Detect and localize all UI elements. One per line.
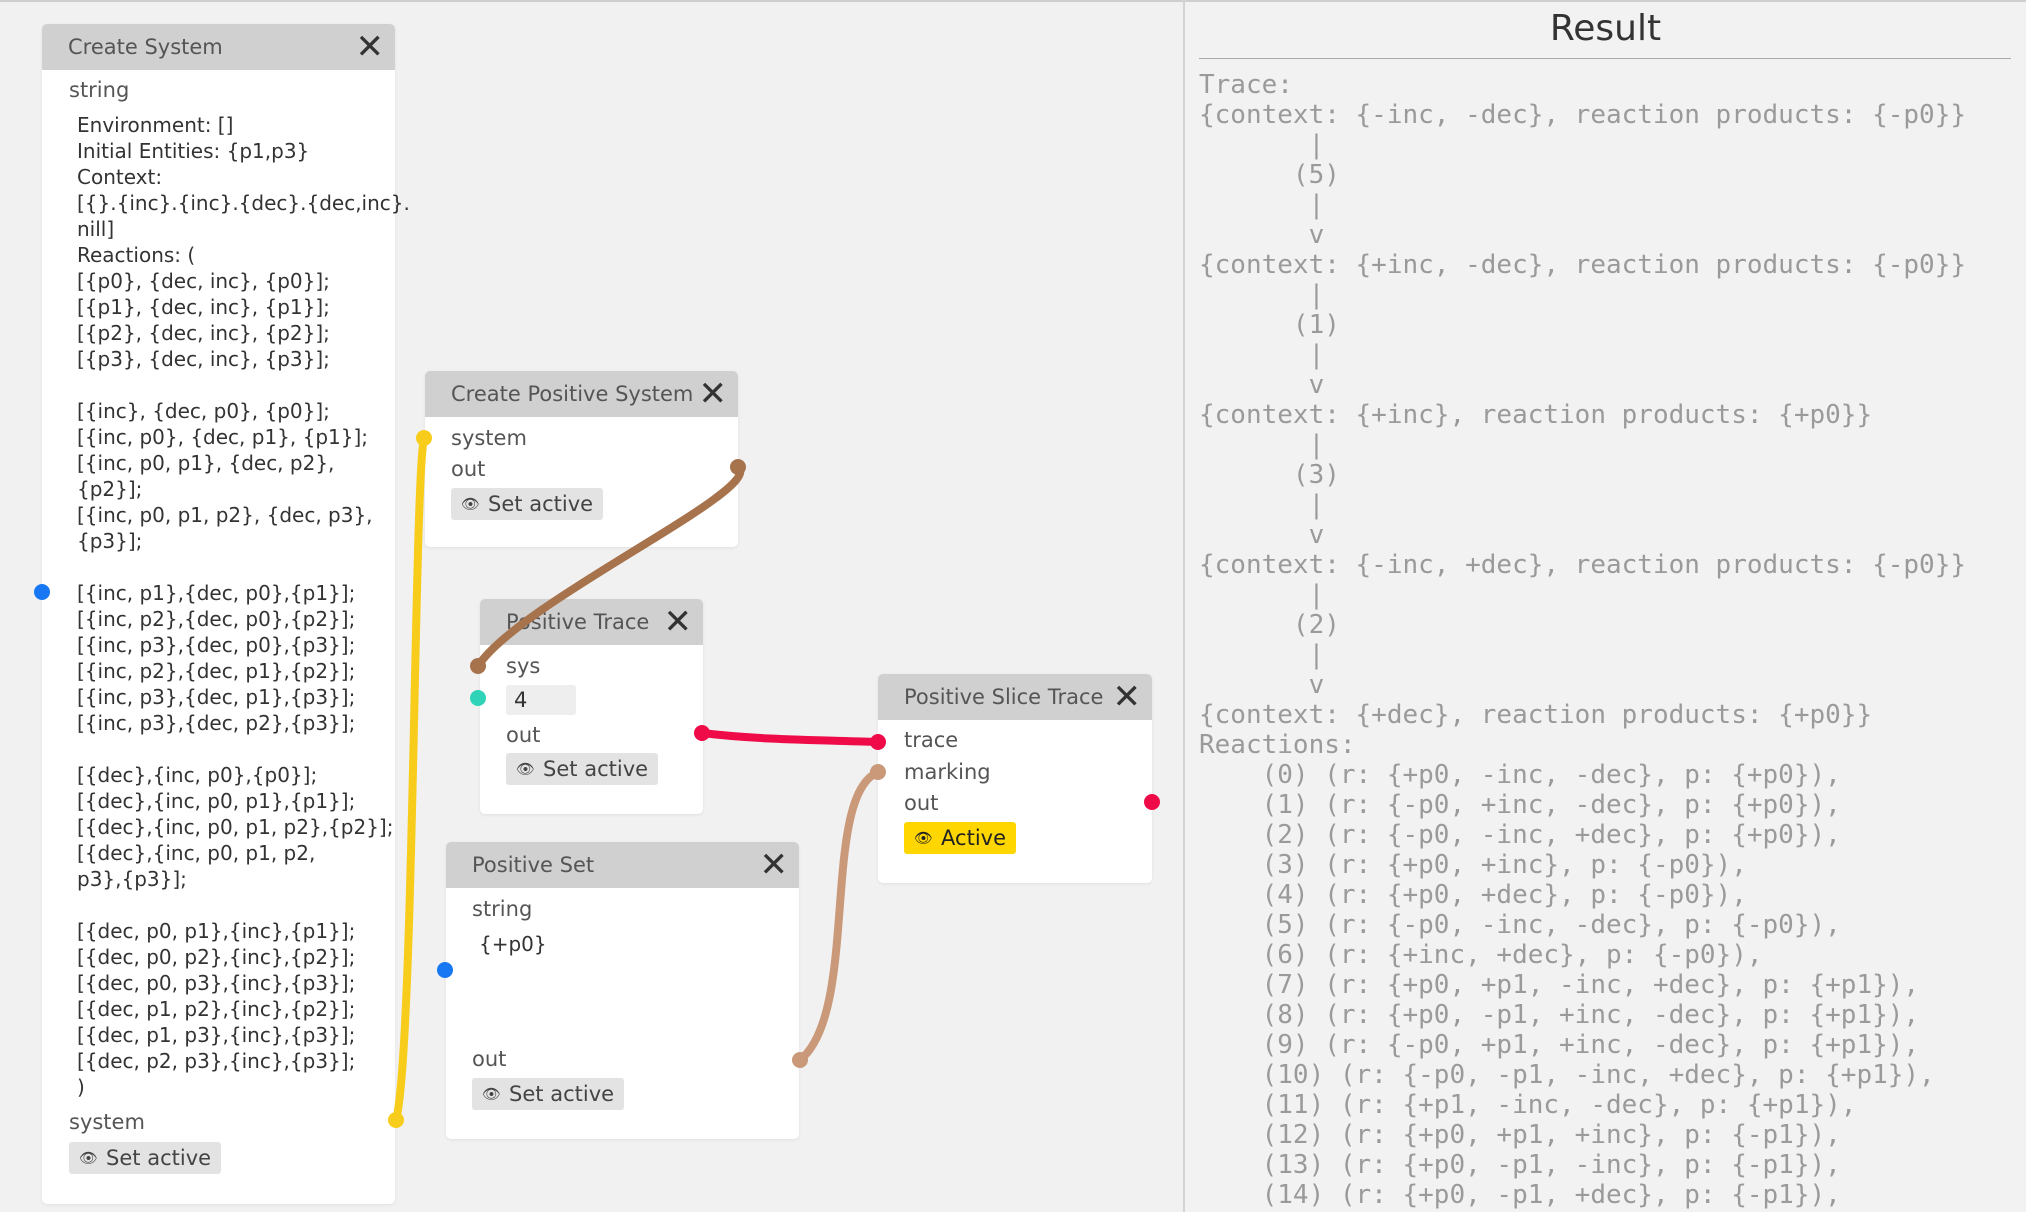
output-port-dot[interactable] xyxy=(1144,794,1160,810)
result-output: Trace: {context: {-inc, -dec}, reaction … xyxy=(1199,70,1967,1210)
set-active-label: Set active xyxy=(106,1146,212,1170)
set-active-label: Set active xyxy=(543,757,649,781)
node-header[interactable]: Positive Slice Trace ✕ xyxy=(878,674,1152,720)
node-title: Positive Set xyxy=(472,853,595,877)
eye-icon: 👁 xyxy=(914,829,934,847)
eye-icon: 👁 xyxy=(461,495,481,513)
output-port-dot[interactable] xyxy=(388,1112,404,1128)
set-textarea[interactable]: {+p0} xyxy=(479,932,547,956)
input-port-dot[interactable] xyxy=(870,734,886,750)
close-icon[interactable]: ✕ xyxy=(759,845,789,885)
node-title: Create System xyxy=(68,35,223,59)
node-title: Positive Slice Trace xyxy=(904,685,1104,709)
close-icon[interactable]: ✕ xyxy=(355,27,385,67)
positive-set-node[interactable]: Positive Set ✕ string {+p0} out 👁 Set ac… xyxy=(446,842,799,1139)
set-active-button[interactable]: 👁 Set active xyxy=(451,488,604,520)
input-label-string: string xyxy=(472,897,533,921)
wire-set-to-slice-marking xyxy=(796,768,882,1064)
node-header[interactable]: Create System ✕ xyxy=(42,24,395,70)
input-port-dot[interactable] xyxy=(34,584,50,600)
output-port-dot[interactable] xyxy=(730,459,746,475)
wire-trace-to-slice xyxy=(698,729,882,746)
pane-divider[interactable] xyxy=(1183,0,1185,1212)
output-port-dot[interactable] xyxy=(792,1052,808,1068)
active-button[interactable]: 👁 Active xyxy=(904,822,1017,854)
eye-icon: 👁 xyxy=(482,1085,502,1103)
node-title: Positive Trace xyxy=(506,610,650,634)
close-icon[interactable]: ✕ xyxy=(663,602,693,642)
positive-trace-node[interactable]: Positive Trace ✕ sys out 👁 Set active xyxy=(480,599,703,814)
node-header[interactable]: Positive Set ✕ xyxy=(446,842,799,888)
output-label-out: out xyxy=(506,723,541,747)
set-active-label: Set active xyxy=(488,492,594,516)
set-active-button[interactable]: 👁 Set active xyxy=(472,1078,625,1110)
set-active-button[interactable]: 👁 Set active xyxy=(506,753,659,785)
node-header[interactable]: Positive Trace ✕ xyxy=(480,599,703,645)
close-icon[interactable]: ✕ xyxy=(1112,677,1142,717)
output-label-out: out xyxy=(904,791,939,815)
close-icon[interactable]: ✕ xyxy=(698,374,728,414)
input-label-trace: trace xyxy=(904,728,959,752)
node-canvas[interactable]: Create System ✕ string Environment: [] I… xyxy=(0,0,1183,1212)
input-port-dot[interactable] xyxy=(470,658,486,674)
system-definition-textarea[interactable]: Environment: [] Initial Entities: {p1,p3… xyxy=(77,113,410,1099)
result-divider xyxy=(1199,58,2011,59)
result-title: Result xyxy=(1549,8,1662,49)
eye-icon: 👁 xyxy=(516,760,536,778)
create-system-node[interactable]: Create System ✕ string Environment: [] I… xyxy=(42,24,410,1204)
node-header[interactable]: Create Positive System ✕ xyxy=(425,371,738,417)
input-port-dot[interactable] xyxy=(870,764,886,780)
positive-slice-trace-node[interactable]: Positive Slice Trace ✕ trace marking out… xyxy=(878,674,1152,883)
create-positive-system-node[interactable]: Create Positive System ✕ system out 👁 Se… xyxy=(425,371,738,547)
output-label-out: out xyxy=(472,1047,507,1071)
node-title: Create Positive System xyxy=(451,382,694,406)
set-active-button[interactable]: 👁 Set active xyxy=(69,1142,222,1174)
output-port-dot[interactable] xyxy=(694,725,710,741)
eye-icon: 👁 xyxy=(79,1149,99,1167)
steps-number-input[interactable] xyxy=(506,685,576,715)
input-port-dot[interactable] xyxy=(437,962,453,978)
active-label: Active xyxy=(941,826,1007,850)
input-port-dot[interactable] xyxy=(470,690,486,706)
input-port-dot[interactable] xyxy=(416,430,432,446)
input-label-system: system xyxy=(451,426,527,450)
output-label-out: out xyxy=(451,457,486,481)
input-label-marking: marking xyxy=(904,760,991,784)
input-label-string: string xyxy=(69,78,130,102)
input-label-sys: sys xyxy=(506,654,541,678)
set-active-label: Set active xyxy=(509,1082,615,1106)
result-panel: Result Trace: {context: {-inc, -dec}, re… xyxy=(1185,0,2026,1212)
output-label-system: system xyxy=(69,1110,145,1134)
